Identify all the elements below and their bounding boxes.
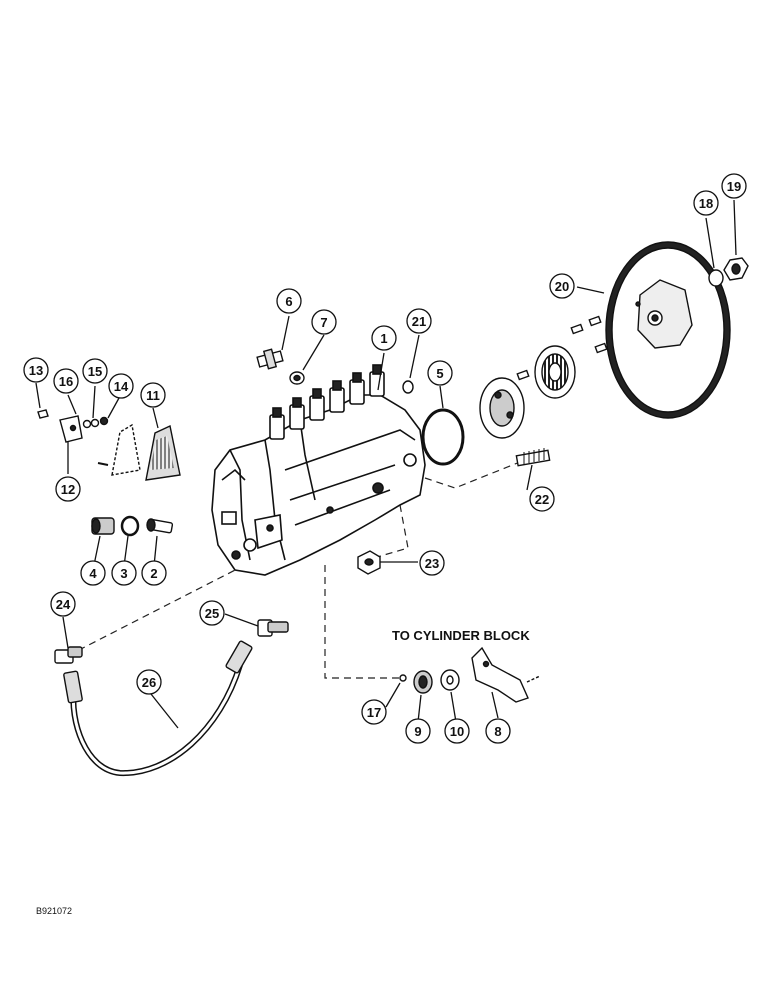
part-22-stud [515,448,551,467]
svg-text:1: 1 [380,331,387,346]
part-25-elbow [257,619,289,637]
callout-15: 15 [82,358,108,384]
callout-11: 11 [140,382,166,408]
callout-23: 23 [419,550,445,576]
svg-text:17: 17 [367,705,381,720]
svg-text:16: 16 [59,374,73,389]
callout-17: 17 [361,699,387,725]
hub-bolts [516,315,608,381]
callout-2: 2 [141,560,167,586]
figure-id: B921072 [36,906,73,916]
leader-lines [35,199,737,729]
callout-20: 20 [549,273,575,299]
svg-text:3: 3 [120,566,127,581]
callout-24: 24 [50,591,76,617]
svg-text:14: 14 [114,379,129,394]
part-20-gear [605,241,731,419]
svg-text:26: 26 [142,675,156,690]
svg-text:23: 23 [425,556,439,571]
injection-pump [211,364,426,576]
callout-6: 6 [276,288,302,314]
part-23-nut [357,550,381,575]
callout-26: 26 [136,669,162,695]
annotation-to-cylinder-block: TO CYLINDER BLOCK [392,628,530,643]
gasket [111,423,141,476]
callout-18: 18 [693,190,719,216]
part-4-fitting [91,517,115,535]
parts [37,241,749,777]
svg-text:19: 19 [727,179,741,194]
callout-21: 21 [406,308,432,334]
callout-12: 12 [55,476,81,502]
drive-hub [479,377,525,439]
callouts: 1 2 3 4 5 6 7 8 9 10 11 12 13 14 15 16 1… [23,173,747,744]
svg-text:6: 6 [285,294,292,309]
callout-1: 1 [371,325,397,351]
part-6-bolt [256,348,284,370]
callout-9: 9 [405,718,431,744]
svg-text:8: 8 [494,724,501,739]
part-18-washer [708,269,724,287]
svg-text:2: 2 [150,566,157,581]
svg-text:25: 25 [205,606,219,621]
svg-text:21: 21 [412,314,426,329]
injector-outlets [269,364,385,440]
svg-text:18: 18 [699,196,713,211]
callout-4: 4 [80,560,106,586]
part-26-hose [63,640,253,777]
callout-13: 13 [23,357,49,383]
callout-7: 7 [311,309,337,335]
svg-text:24: 24 [56,597,71,612]
svg-text:22: 22 [535,492,549,507]
svg-text:4: 4 [89,566,97,581]
svg-text:9: 9 [414,724,421,739]
callout-25: 25 [199,600,225,626]
part-13-screw [37,409,49,419]
svg-text:12: 12 [61,482,75,497]
callout-3: 3 [111,560,137,586]
svg-text:20: 20 [555,279,569,294]
part-21-o-ring [402,380,414,394]
gear-hub [534,345,576,399]
callout-16: 16 [53,368,79,394]
part-24-elbow [54,646,83,664]
part-2-valve [146,518,174,534]
callout-14: 14 [108,373,134,399]
part-8-bracket [471,646,541,703]
part-3-seal [120,515,140,537]
part-5-o-ring [421,408,465,466]
part-14-washer [99,416,109,426]
part-15-washer [90,418,100,428]
part-17-ring [399,674,407,682]
svg-text:5: 5 [436,366,443,381]
svg-text:10: 10 [450,724,464,739]
callout-8: 8 [485,718,511,744]
svg-text:7: 7 [320,315,327,330]
part-16-washer [82,419,92,429]
svg-text:15: 15 [88,364,102,379]
svg-text:11: 11 [146,388,160,403]
callout-19: 19 [721,173,747,199]
callout-10: 10 [444,718,470,744]
callout-22: 22 [529,486,555,512]
part-9-fitting [413,670,433,694]
callout-5: 5 [427,360,453,386]
svg-text:13: 13 [29,363,43,378]
